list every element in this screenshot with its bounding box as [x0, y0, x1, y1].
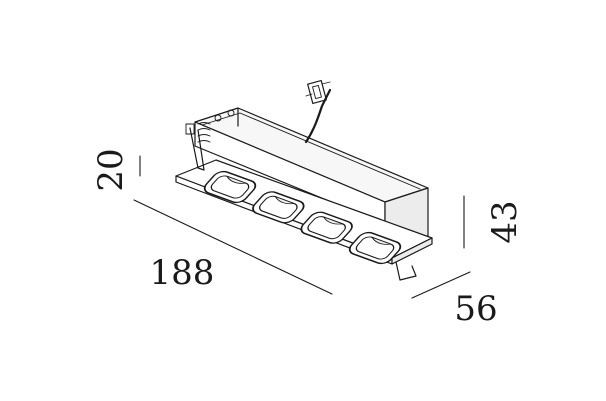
- lamp-reflector: [322, 216, 345, 225]
- spring-clip-right: [395, 261, 417, 281]
- dimension-label-flange-height: 20: [91, 148, 131, 191]
- lamp-cell: [348, 231, 402, 265]
- dimension-label-depth: 56: [454, 289, 497, 329]
- screw-icon: [214, 114, 222, 122]
- lamp-cell: [252, 191, 305, 224]
- housing-lid-edge: [201, 112, 421, 190]
- dimension-height: 43: [463, 195, 525, 249]
- cable: [304, 88, 332, 144]
- cable-connector: [304, 79, 332, 144]
- flange-end-edge: [391, 237, 433, 265]
- dimension-length: 188: [133, 199, 333, 295]
- lamp-reflector: [226, 175, 248, 184]
- lamp-reflector: [274, 195, 296, 205]
- lamp-cells: [203, 170, 402, 265]
- dimension-depth: 56: [411, 271, 498, 329]
- dimension-label-height: 43: [485, 200, 525, 243]
- connector-icon: [305, 79, 331, 105]
- dimension-flange-height: 20: [91, 148, 141, 192]
- dimension-line: [411, 271, 471, 299]
- lamp-reflector: [371, 236, 393, 245]
- lamp-cell: [203, 170, 257, 204]
- screw-icon: [227, 109, 235, 117]
- dimension-label-length: 188: [150, 253, 215, 293]
- dimension-line: [133, 199, 333, 295]
- lamp-cell: [300, 211, 353, 244]
- spring-clip-left: [185, 122, 211, 171]
